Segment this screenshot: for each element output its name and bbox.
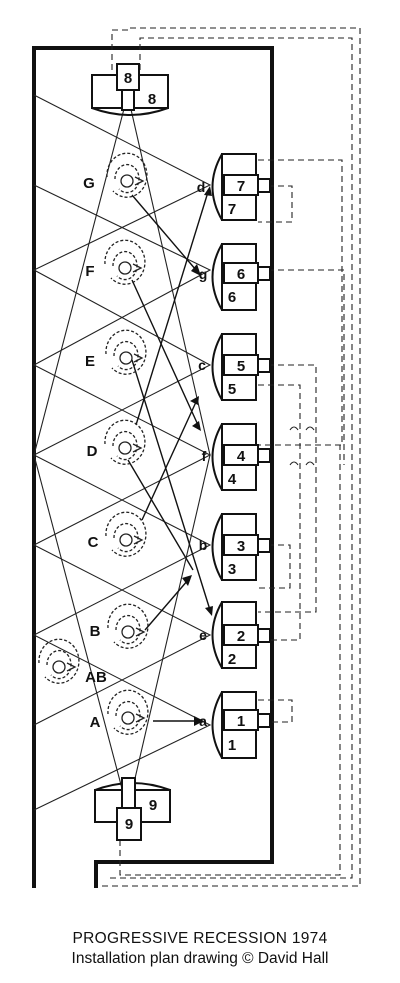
monitor-letter-d: d — [197, 179, 206, 195]
viewer-ab — [38, 638, 80, 684]
viewer-f — [104, 239, 146, 285]
direction-arrows — [127, 191, 211, 722]
viewer-figures — [38, 152, 149, 735]
monitor-bank — [211, 153, 271, 759]
monitor-7-label: 7 — [228, 201, 236, 218]
position-b: B — [90, 623, 101, 640]
cable-crossings — [289, 426, 315, 466]
monitor-letter-b: b — [199, 537, 208, 553]
monitor-3-label: 3 — [228, 561, 236, 578]
monitor-4-label: 4 — [228, 471, 237, 488]
camera-7-label: 7 — [237, 178, 245, 195]
monitor-5-label: 5 — [228, 381, 236, 398]
monitor-letter-c: c — [198, 357, 206, 373]
monitor-1-label: 1 — [228, 737, 236, 754]
monitor-letter-f: f — [202, 448, 207, 464]
installation-plan: 8 8 9 9 7 7 6 6 5 5 4 4 3 3 2 2 1 1 d g … — [32, 27, 361, 888]
monitor-9 — [94, 777, 171, 841]
monitor-2-label: 2 — [228, 651, 236, 668]
monitor-8 — [91, 63, 169, 116]
position-d: D — [87, 443, 98, 460]
caption-subtitle: Installation plan drawing © David Hall — [71, 950, 329, 967]
caption-title: PROGRESSIVE RECESSION 1974 — [72, 930, 328, 947]
camera-3-label: 3 — [237, 538, 245, 555]
camera-6-label: 6 — [237, 266, 245, 283]
viewer-e — [105, 329, 147, 375]
camera-4-label: 4 — [237, 448, 246, 465]
monitor-letter-e: e — [199, 627, 207, 643]
monitor-letter-a: a — [199, 713, 207, 729]
monitor-9-label: 9 — [149, 797, 157, 814]
room-wall — [32, 46, 274, 888]
viewer-d — [104, 419, 146, 465]
camera-2-label: 2 — [237, 628, 245, 645]
position-a: A — [90, 714, 101, 731]
viewer-a — [107, 689, 149, 735]
cable-runs — [100, 27, 361, 887]
monitor-8-label: 8 — [148, 91, 156, 108]
viewer-b — [107, 603, 149, 649]
position-c: C — [88, 534, 99, 551]
camera-5-label: 5 — [237, 358, 245, 375]
sight-lines — [32, 94, 212, 811]
position-f: F — [85, 263, 94, 280]
camera-8-label: 8 — [124, 70, 132, 87]
position-e: E — [85, 353, 95, 370]
monitor-letter-g: g — [199, 266, 208, 282]
camera-1-label: 1 — [237, 713, 245, 730]
position-g: G — [83, 175, 95, 192]
arrow-heads — [182, 186, 213, 726]
position-ab: AB — [85, 669, 107, 686]
monitor-6-label: 6 — [228, 289, 236, 306]
camera-9-label: 9 — [125, 816, 133, 833]
viewer-c — [105, 511, 147, 557]
viewer-g — [106, 152, 148, 198]
